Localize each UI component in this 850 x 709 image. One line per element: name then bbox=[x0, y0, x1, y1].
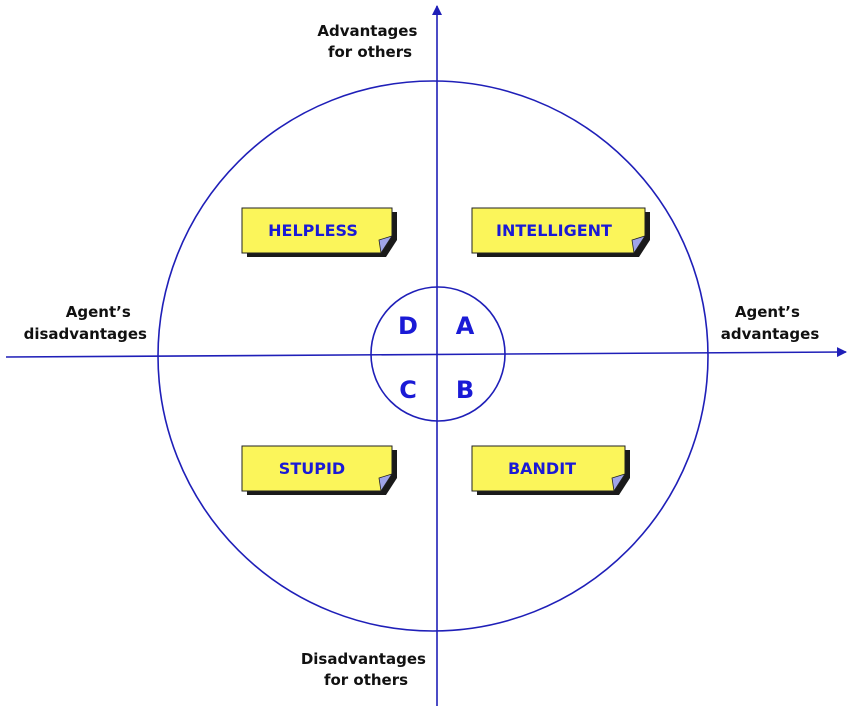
note-label-helpless: HELPLESS bbox=[268, 221, 358, 240]
horizontal-axis bbox=[5, 347, 847, 358]
note-label-bandit: BANDIT bbox=[508, 459, 576, 478]
bottom-axis-label: Disadvantages for others bbox=[301, 650, 431, 689]
note-label-stupid: STUPID bbox=[279, 459, 345, 478]
note-stupid: STUPID bbox=[241, 445, 397, 495]
note-intelligent: INTELLIGENT bbox=[471, 207, 650, 257]
note-fold-icon bbox=[631, 235, 646, 255]
top-axis-label: Advantages for others bbox=[317, 22, 422, 61]
note-helpless: HELPLESS bbox=[241, 207, 397, 257]
note-fold-icon bbox=[378, 235, 393, 255]
note-fold-icon bbox=[378, 473, 393, 493]
right-axis-label: Agent’s advantages bbox=[721, 303, 820, 343]
quadrant-letter-c: C bbox=[399, 376, 417, 404]
note-label-intelligent: INTELLIGENT bbox=[496, 221, 612, 240]
note-bandit: BANDIT bbox=[471, 445, 630, 495]
quadrant-letter-a: A bbox=[456, 312, 475, 340]
left-axis-label: Agent’s disadvantages bbox=[24, 303, 147, 343]
quadrant-letter-d: D bbox=[398, 312, 418, 340]
note-fold-icon bbox=[611, 473, 626, 493]
quadrant-letter-b: B bbox=[456, 376, 474, 404]
